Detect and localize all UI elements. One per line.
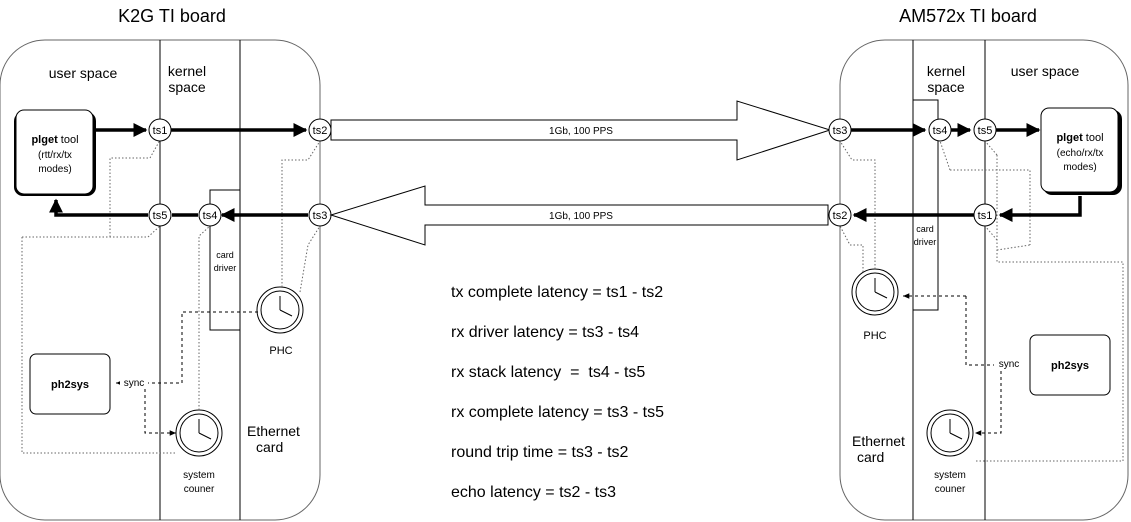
svg-text:plget tool: plget tool [31, 134, 78, 146]
am572x-ts5-label: ts5 [978, 125, 993, 137]
k2g-sync-phc-arrow [116, 311, 258, 386]
am572x-ts4-node: ts4 [928, 118, 952, 142]
network-links: 1Gb, 100 PPS 1Gb, 100 PPS [329, 100, 832, 246]
k2g-ts1-node: ts1 [148, 118, 172, 142]
am572x-plget-tool-box: plget tool (echo/rx/tx modes) [1040, 107, 1122, 195]
am572x-phc-label: PHC [863, 330, 886, 342]
formula-rx-driver-latency: rx driver latency = ts3 - ts4 [451, 324, 639, 341]
k2g-plget-tool-name: plget [31, 134, 58, 146]
am572x-card-driver-label-1: card [916, 224, 934, 234]
am572x-dotted-ts5 [984, 140, 998, 156]
k2g-system-counter-label-2: couner [184, 484, 215, 495]
k2g-system-counter-label-1: system [183, 470, 215, 481]
am572x-kernel-space-label-1: kernel [927, 63, 965, 79]
am572x-user-space-label: user space [1011, 63, 1080, 79]
formula-tx-complete-latency: tx complete latency = ts1 - ts2 [451, 284, 663, 301]
k2g-plget-tool-suffix: tool [58, 134, 79, 146]
am572x-ts5-node: ts5 [973, 118, 997, 142]
k2g-ph2sys-box [29, 353, 111, 415]
k2g-ts1-label: ts1 [153, 125, 168, 137]
am572x-ethernet-card-label-1: Ethernet [852, 433, 905, 449]
am572x-ts3-label: ts3 [833, 125, 848, 137]
k2g-phc-clock-icon [256, 286, 304, 334]
am572x-ethernet-card-label-2: card [857, 449, 884, 465]
am572x-ts2-node: ts2 [828, 203, 852, 227]
k2g-dotted-tool-ts1 [109, 139, 161, 237]
k2g-kernel-space-label-2: space [168, 79, 206, 95]
am572x-system-counter-label-1: system [934, 470, 966, 481]
am572x-ph2sys-box [1029, 334, 1111, 396]
am572x-phc-clock-icon [851, 268, 899, 316]
am572x-plget-tool-modes-2: modes) [1063, 162, 1096, 173]
am572x-ph2sys-label: ph2sys [1051, 360, 1089, 372]
am572x-dotted-ts1 [984, 225, 998, 241]
backward-link-label: 1Gb, 100 PPS [549, 211, 613, 222]
k2g-kernel-space-label-1: kernel [168, 63, 206, 79]
am572x-plget-tool-suffix: tool [1083, 132, 1104, 144]
formula-rx-stack-latency: rx stack latency = ts4 - ts5 [451, 364, 645, 381]
forward-link-label: 1Gb, 100 PPS [549, 126, 613, 137]
k2g-plget-tool-box: plget tool (rtt/rx/tx modes) [14, 109, 96, 196]
k2g-ts5-label: ts5 [153, 210, 168, 222]
am572x-ts3-node: ts3 [828, 118, 852, 142]
k2g-plget-tool-modes-2: modes) [38, 164, 71, 175]
k2g-ts3-label: ts3 [313, 210, 328, 222]
am572x-dotted-ts3 [839, 140, 876, 269]
k2g-sync-label: sync [124, 378, 145, 389]
formula-round-trip-time: round trip time = ts3 - ts2 [451, 444, 629, 461]
am572x-ts1-node: ts1 [973, 203, 997, 227]
am572x-plget-tool-name: plget [1056, 132, 1083, 144]
k2g-board: K2G TI board user space kernel space plg… [0, 6, 332, 521]
am572x-sync-counter-arrow [975, 365, 1002, 436]
k2g-ts2-node: ts2 [308, 118, 332, 142]
k2g-plget-tool-modes-1: (rtt/rx/tx [38, 150, 72, 161]
k2g-arrow-ts5-to-tool [49, 198, 148, 217]
k2g-card-driver-label-1: card [216, 250, 234, 260]
k2g-board-title: K2G TI board [118, 6, 226, 26]
k2g-dotted-ts2 [281, 140, 321, 287]
backward-link-arrow [329, 185, 829, 246]
am572x-ts1-label: ts1 [978, 210, 993, 222]
am572x-dotted-ts4-link [939, 140, 951, 171]
am572x-dotted-ts4 [950, 169, 1031, 245]
k2g-phc-label: PHC [269, 345, 292, 357]
am572x-sync-label: sync [999, 359, 1020, 370]
k2g-ph2sys-label: ph2sys [51, 379, 89, 391]
k2g-sync-counter-arrow [144, 383, 176, 436]
k2g-ts4-label: ts4 [203, 210, 218, 222]
k2g-system-counter-clock-icon [175, 409, 223, 457]
k2g-ts4-node: ts4 [198, 203, 222, 227]
am572x-plget-tool-modes-1: (echo/rx/tx [1057, 148, 1104, 159]
am572x-dotted-right-loop [975, 155, 1124, 462]
am572x-ts4-label: ts4 [933, 125, 948, 137]
forward-link-arrow [330, 100, 832, 161]
latency-formulas: tx complete latency = ts1 - ts2 rx drive… [451, 284, 664, 501]
am572x-board-title: AM572x TI board [899, 6, 1037, 26]
k2g-card-driver-label-2: driver [214, 263, 237, 273]
k2g-dotted-ts5 [22, 225, 161, 238]
k2g-ethernet-card-label-1: Ethernet [247, 423, 300, 439]
am572x-kernel-space-label-2: space [927, 79, 965, 95]
am572x-arrow-tool-to-ts1 [998, 196, 1082, 222]
k2g-ts3-node: ts3 [308, 203, 332, 227]
am572x-sync-ph2sys-arrow [965, 296, 1024, 368]
am572x-ts2-label: ts2 [833, 210, 848, 222]
am572x-system-counter-label-2: couner [935, 484, 966, 495]
k2g-ethernet-card-label-2: card [256, 439, 283, 455]
am572x-board: AM572x TI board kernel space user space … [828, 6, 1129, 521]
formula-rx-complete-latency: rx complete latency = ts3 - ts5 [451, 404, 664, 421]
svg-text:plget tool: plget tool [1056, 132, 1103, 144]
k2g-user-space-label: user space [49, 65, 118, 81]
k2g-ts5-node: ts5 [148, 203, 172, 227]
am572x-system-counter-clock-icon [926, 409, 974, 457]
k2g-dotted-left-loop [21, 237, 177, 454]
k2g-ts2-label: ts2 [313, 125, 328, 137]
formula-echo-latency: echo latency = ts2 - ts3 [451, 484, 616, 501]
am572x-card-driver-label-2: driver [914, 237, 937, 247]
